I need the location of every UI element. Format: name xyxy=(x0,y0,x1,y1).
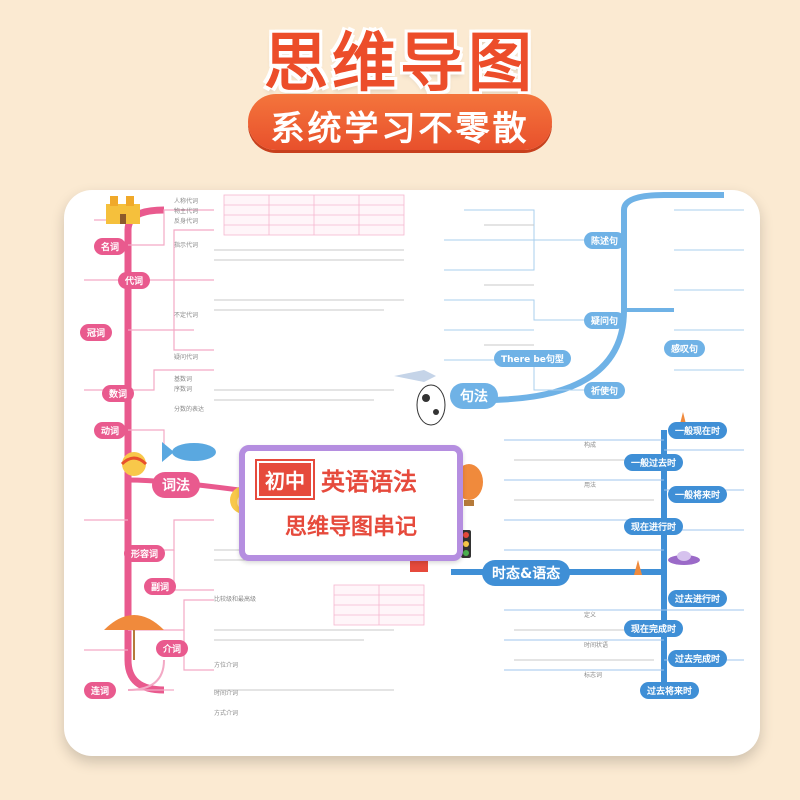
airplane-icon xyxy=(394,370,436,382)
node-conjunction: 连词 xyxy=(84,682,117,699)
castle-icon xyxy=(106,196,140,224)
center-title-line2: 思维导图串记 xyxy=(284,515,417,540)
traffic-light-icon xyxy=(461,530,471,558)
label-cardinal: 基数词 xyxy=(174,376,193,383)
label-personal-pronoun: 人称代词 xyxy=(174,198,199,205)
branch-jufa: 句法 xyxy=(450,383,498,409)
node-past-continuous: 过去进行时 xyxy=(668,590,728,607)
label-interrogative-pronoun: 疑问代词 xyxy=(174,354,199,361)
ufo-icon xyxy=(668,551,700,565)
label-indefinite-pronoun: 不定代词 xyxy=(174,312,199,319)
label-demonstrative-pronoun: 指示代词 xyxy=(174,242,199,249)
node-interrogative: 疑问句 xyxy=(584,312,626,329)
level-badge: 初中 xyxy=(255,459,315,500)
branch-cifa: 词法 xyxy=(152,472,200,498)
branch-shitai: 时态&语态 xyxy=(482,560,571,586)
node-declarative: 陈述句 xyxy=(584,232,626,249)
label-comparative: 比较级和最高级 xyxy=(214,596,257,603)
label-usage: 用法 xyxy=(584,482,597,489)
page-title: 思维导图 xyxy=(264,27,536,101)
node-present-continuous: 现在进行时 xyxy=(624,518,684,535)
node-simple-present: 一般现在时 xyxy=(668,422,728,439)
node-verb: 动词 xyxy=(94,422,127,439)
subtitle-pill: 系统学习不零散 xyxy=(248,94,552,150)
node-simple-future: 一般将来时 xyxy=(668,486,728,503)
cow-icon xyxy=(416,384,446,426)
label-form: 构成 xyxy=(584,442,597,449)
node-pronoun: 代词 xyxy=(118,272,151,289)
node-exclamatory: 感叹句 xyxy=(664,340,706,357)
label-manner-preposition: 方式介词 xyxy=(214,710,239,717)
label-place-preposition: 方位介词 xyxy=(214,662,239,669)
shark-icon xyxy=(162,442,216,462)
center-title-card: 初中 英语语法 思维导图串记 xyxy=(239,445,463,561)
node-adverb: 副词 xyxy=(144,578,177,595)
subtitle-text: 系统学习不零散 xyxy=(270,109,530,149)
label-time-adverbial: 时间状语 xyxy=(584,642,609,649)
label-definition: 定义 xyxy=(584,612,597,619)
center-title-line1: 英语语法 xyxy=(321,468,417,496)
label-signal-word: 标志词 xyxy=(584,672,603,679)
label-possessive-pronoun: 物主代词 xyxy=(174,208,199,215)
node-numeral: 数词 xyxy=(102,385,135,402)
mindmap-board: 名词 代词 冠词 数词 动词 形容词 副词 介词 连词 词法 句法 时态&语态 … xyxy=(64,190,760,756)
node-there-be: There be句型 xyxy=(494,350,571,367)
node-imperative: 祈使句 xyxy=(584,382,626,399)
node-noun: 名词 xyxy=(94,238,127,255)
node-past-future: 过去将来时 xyxy=(640,682,700,699)
node-past-perfect: 过去完成时 xyxy=(668,650,728,667)
node-simple-past: 一般过去时 xyxy=(624,454,684,471)
ball-icon xyxy=(120,452,148,476)
node-article: 冠词 xyxy=(80,324,113,341)
node-preposition: 介词 xyxy=(156,640,189,657)
label-reflexive-pronoun: 反身代词 xyxy=(174,218,199,225)
umbrella-icon xyxy=(104,615,164,660)
label-ordinal: 序数词 xyxy=(174,386,193,393)
node-present-perfect: 现在完成时 xyxy=(624,620,684,637)
label-fraction: 分数的表达 xyxy=(174,406,205,413)
node-adjective: 形容词 xyxy=(124,545,166,562)
center-title-row: 初中 英语语法 xyxy=(255,459,417,500)
label-time-preposition: 时间介词 xyxy=(214,690,239,697)
